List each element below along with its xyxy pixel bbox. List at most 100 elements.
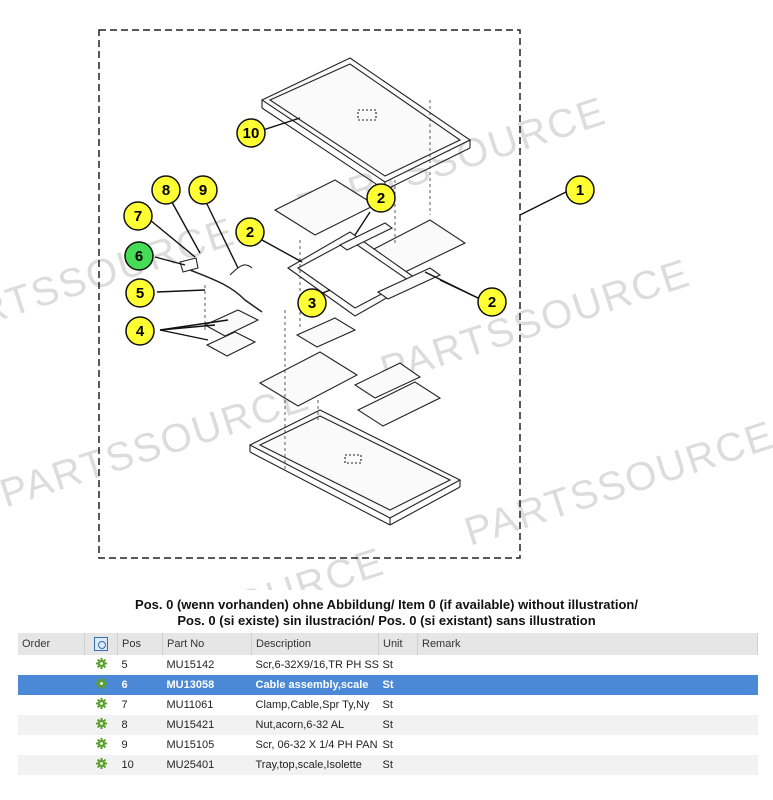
unit-cell: St <box>382 739 393 751</box>
callout-circle <box>188 175 218 205</box>
description-cell: Clamp,Cable,Spr Ty,Ny <box>255 699 370 711</box>
exploded-parts-diagram: PARTSSOURCE PARTSSOURCE PARTSSOURCE PART… <box>0 29 773 590</box>
alignment-lines <box>204 100 431 470</box>
part-no-cell: MU15421 <box>162 715 252 735</box>
callout-circle <box>297 288 327 318</box>
unit-cell: St <box>378 675 418 695</box>
order-cell <box>18 715 85 735</box>
add-to-cart-cell[interactable] <box>84 755 118 775</box>
gear-icon[interactable] <box>95 738 107 749</box>
description-cell: Tray,top,scale,Isolette <box>251 755 379 775</box>
table-row[interactable]: 9 MU15105 Scr, 06-32 X 1/4 PH PAN St <box>18 735 758 755</box>
callout-label: 10 <box>243 125 260 142</box>
remark-cell <box>417 715 758 735</box>
callout-7: 7 <box>123 201 153 231</box>
unit-cell: St <box>382 659 393 671</box>
order-cell <box>18 695 85 715</box>
callout-circle <box>235 217 265 247</box>
parts-drawing <box>179 57 472 526</box>
callout-2c: 2 <box>477 287 507 317</box>
add-to-cart-cell[interactable] <box>85 735 118 755</box>
callout-10: 10 <box>236 118 266 148</box>
callout-circle <box>125 278 155 308</box>
pos-cell: 9 <box>121 739 128 751</box>
description-cell: Scr, 06-32 X 1/4 PH PAN <box>255 739 378 751</box>
callout-label: 4 <box>136 323 145 340</box>
order-cell <box>18 675 85 695</box>
add-to-cart-cell[interactable] <box>84 715 118 735</box>
callout-circle <box>125 316 155 346</box>
part-no-cell: MU13058 <box>162 675 252 695</box>
callout-circle <box>565 175 595 205</box>
callout-3: 3 <box>297 288 327 318</box>
header-order[interactable]: Order <box>18 633 85 655</box>
add-to-cart-cell[interactable] <box>85 655 118 675</box>
header-remark[interactable]: Remark <box>417 633 758 655</box>
callout-label: 2 <box>488 294 496 311</box>
callout-label: 5 <box>136 285 144 302</box>
callout-2a: 2 <box>366 183 396 213</box>
part-no-cell: MU25401 <box>162 755 252 775</box>
order-cell <box>18 735 85 755</box>
callout-9: 9 <box>188 175 218 205</box>
callout-circle <box>151 175 181 205</box>
parts-table: Order Pos Part No Description Unit Remar… <box>18 633 758 775</box>
header-part-no[interactable]: Part No <box>162 633 252 655</box>
callout-5: 5 <box>125 278 155 308</box>
callout-label: 3 <box>308 295 316 312</box>
caption-line-2: Pos. 0 (si existe) sin ilustración/ Pos.… <box>177 613 596 628</box>
pos-cell: 8 <box>117 715 163 735</box>
callout-label: 7 <box>134 208 142 225</box>
watermark-text: PARTSSOURCE <box>459 413 773 555</box>
callout-circle <box>123 201 153 231</box>
gear-icon[interactable] <box>95 718 107 729</box>
add-to-cart-cell[interactable] <box>84 675 118 695</box>
watermark-text: PARTSSOURCE <box>69 540 390 590</box>
callout-8: 8 <box>151 175 181 205</box>
gear-icon[interactable] <box>95 758 107 769</box>
remark-cell <box>418 655 758 675</box>
order-cell <box>18 655 85 675</box>
header-select-icon[interactable] <box>84 633 118 655</box>
unit-cell: St <box>378 755 418 775</box>
gear-icon[interactable] <box>95 698 107 709</box>
gear-icon[interactable] <box>95 658 107 669</box>
callout-1: 1 <box>565 175 595 205</box>
remark-cell <box>417 755 758 775</box>
callout-label: 2 <box>377 190 385 207</box>
description-cell: Scr,6-32X9/16,TR PH SS <box>255 659 379 671</box>
callout-label: 1 <box>576 182 584 199</box>
callout-6: 6 <box>124 241 154 271</box>
description-cell: Cable assembly,scale <box>251 675 379 695</box>
pos-cell: 10 <box>117 755 163 775</box>
callout-label: 9 <box>199 182 207 199</box>
callout-label: 6 <box>135 248 143 265</box>
header-unit[interactable]: Unit <box>378 633 418 655</box>
leader-lines <box>149 117 567 341</box>
select-all-icon[interactable] <box>94 637 108 651</box>
callout-circle <box>366 183 396 213</box>
unit-cell: St <box>378 715 418 735</box>
pos-cell: 5 <box>121 659 128 671</box>
header-description[interactable]: Description <box>251 633 379 655</box>
callout-circle <box>236 118 266 148</box>
callout-2b: 2 <box>235 217 265 247</box>
order-cell <box>18 755 85 775</box>
header-pos[interactable]: Pos <box>117 633 163 655</box>
remark-cell <box>418 735 758 755</box>
gear-icon[interactable] <box>95 678 107 689</box>
callout-circle <box>124 241 154 271</box>
part-no-cell: MU15105 <box>166 739 215 751</box>
callout-4: 4 <box>125 316 155 346</box>
part-no-cell: MU11061 <box>166 699 214 711</box>
add-to-cart-cell[interactable] <box>85 695 118 715</box>
pos-cell: 7 <box>121 699 128 711</box>
remark-cell <box>418 695 758 715</box>
callout-label: 2 <box>246 224 254 241</box>
description-cell: Nut,acorn,6-32 AL <box>251 715 379 735</box>
